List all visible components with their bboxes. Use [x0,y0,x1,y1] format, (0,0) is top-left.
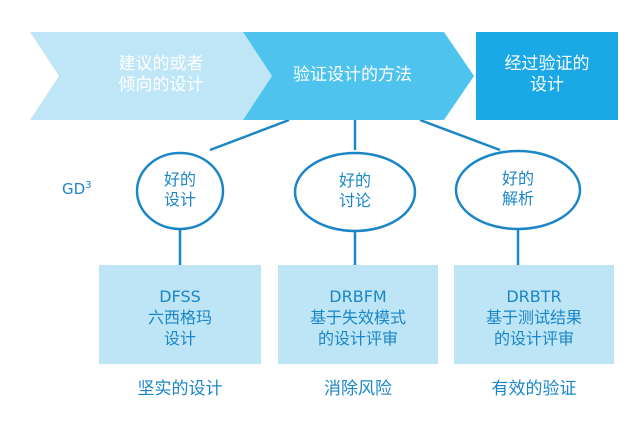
ellipse-good-discussion [293,151,417,233]
ellipse-good-analysis [454,149,582,231]
process-step-3-label: 经过验证的 设计 [504,54,590,96]
box-dfss [99,265,261,364]
box-drbtr [454,265,614,364]
process-step-2-label: 验证设计的方法 [293,65,412,85]
ellipse-good-discussion-label: 好的 讨论 [338,171,371,210]
box-drbfm-label: DRBFM 基于失效模式 的设计评审 [309,287,406,348]
caption-effective-verification: 有效的验证 [491,379,577,399]
caption-eliminate-risk: 消除风险 [324,379,392,399]
ellipse-good-design-label: 好的 设计 [163,170,196,209]
process-step-1-label: 建议的或者 倾向的设计 [118,54,204,96]
connector-line [209,118,290,152]
process-step-3-shape [476,32,618,120]
ellipse-good-analysis-label: 好的 解析 [501,169,534,208]
box-drbtr-label: DRBTR 基于测试结果 的设计评审 [485,287,582,348]
ellipse-good-design [135,151,225,231]
gd3-label: GD3 [62,180,92,198]
process-step-2-shape [243,32,474,120]
caption-solid-design: 坚实的设计 [137,379,223,399]
box-dfss-label: DFSS 六西格玛 设计 [147,287,212,348]
box-drbfm [278,265,438,364]
connector-line [419,118,501,152]
process-step-1-shape [30,32,272,120]
